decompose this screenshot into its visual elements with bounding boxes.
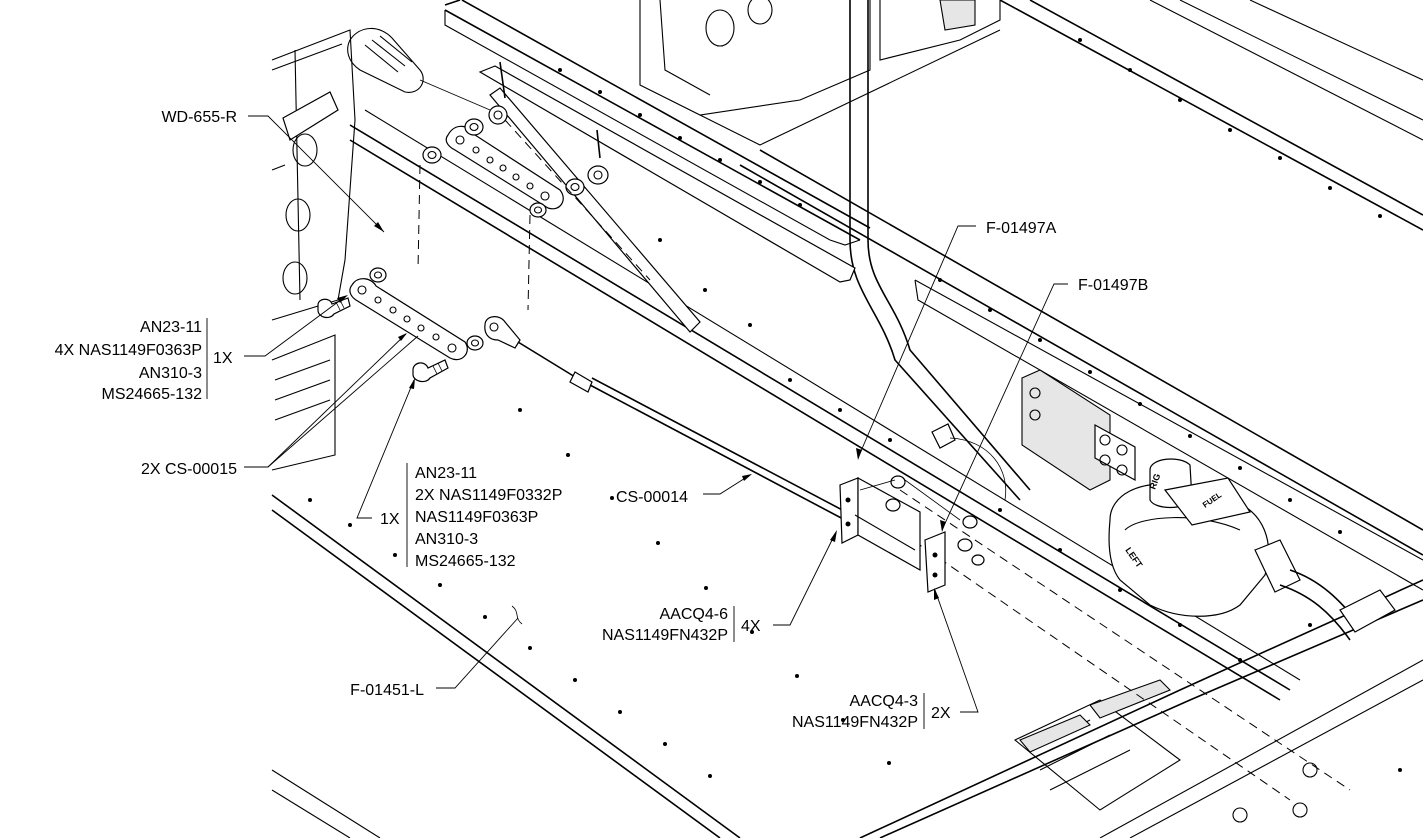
fuel-selector-valve: FUEL LEFT RIG <box>1108 458 1396 823</box>
group2-line-5: MS24665-132 <box>415 553 516 570</box>
group3-line-2: NAS1149FN432P <box>602 627 728 644</box>
callout-f01497b: F-01497B <box>1078 277 1148 294</box>
group3-line-1: AACQ4-6 <box>660 606 729 623</box>
callout-group-1: AN23-11 4X NAS1149F0363P AN310-3 MS24665… <box>55 318 233 403</box>
callout-group-2: 1X AN23-11 2X NAS1149F0332P NAS1149F0363… <box>380 463 562 570</box>
group4-line-1: AACQ4-3 <box>850 693 919 710</box>
rivet-holes <box>308 38 1402 778</box>
control-linkage <box>317 61 1351 801</box>
group2-line-2: 2X NAS1149F0332P <box>415 487 562 504</box>
callout-labels: WD-655-R F-01497A F-01497B CS-00014 2X C… <box>55 109 1149 731</box>
callout-wd655r: WD-655-R <box>161 109 237 126</box>
group1-line-1: AN23-11 <box>140 319 202 336</box>
group4-line-2: NAS1149FN432P <box>792 714 918 731</box>
group2-line-1: AN23-11 <box>415 465 477 482</box>
fuselage-structure <box>271 0 1423 838</box>
group1-line-2: 4X NAS1149F0363P <box>55 342 202 359</box>
callout-f01451l: F-01451-L <box>350 682 424 699</box>
leader-lines <box>244 115 1068 713</box>
group1-line-3: AN310-3 <box>139 365 202 382</box>
group2-line-4: AN310-3 <box>415 531 478 548</box>
group2-line-3: NAS1149F0363P <box>415 509 538 526</box>
group4-qty: 2X <box>931 705 951 722</box>
group3-qty: 4X <box>741 618 761 635</box>
callout-group-3: AACQ4-6 NAS1149FN432P 4X <box>602 606 761 644</box>
group2-qty: 1X <box>380 511 400 528</box>
callout-cs00015: 2X CS-00015 <box>141 461 237 478</box>
callout-cs00014: CS-00014 <box>616 489 688 506</box>
group1-qty: 1X <box>213 350 233 367</box>
group1-line-4: MS24665-132 <box>101 386 202 403</box>
callout-f01497a: F-01497A <box>986 220 1057 237</box>
callout-group-4: AACQ4-3 NAS1149FN432P 2X <box>792 693 951 731</box>
brackets <box>839 369 1136 593</box>
